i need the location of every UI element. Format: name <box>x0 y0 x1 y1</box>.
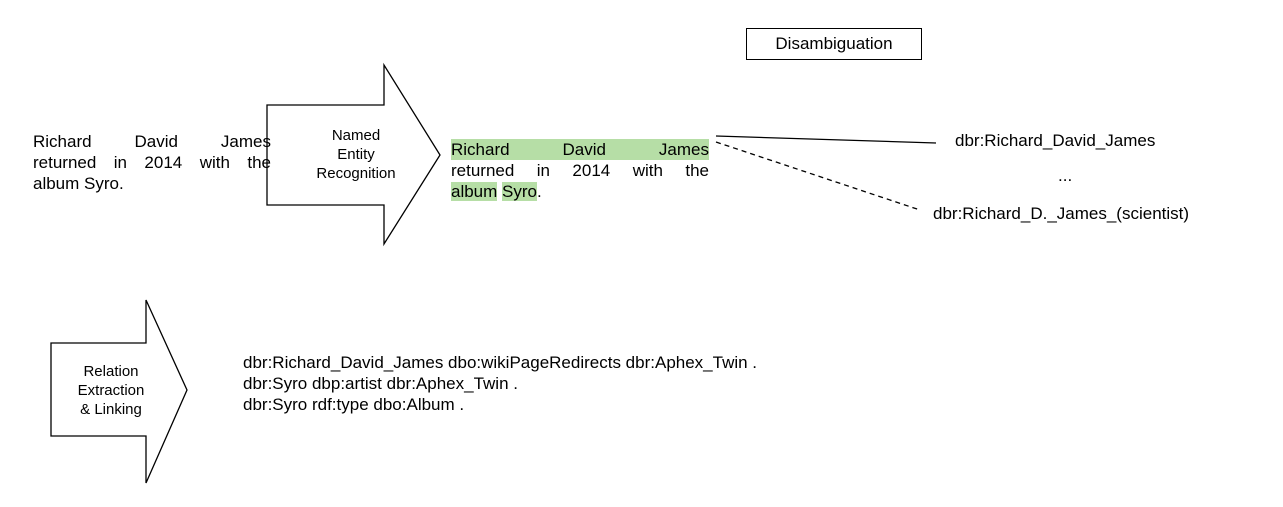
ner-step-label: Named Entity Recognition <box>300 126 412 183</box>
tagged-line-3: album Syro. <box>451 181 709 202</box>
tagged-sentence: Richard David James returned in 2014 wit… <box>451 139 709 202</box>
input-line-2: returned in 2014 with the <box>33 153 271 172</box>
ner-arrow-shape <box>266 62 441 247</box>
input-sentence: Richard David James returned in 2014 wit… <box>33 131 271 194</box>
rel-label-line-3: & Linking <box>80 401 142 418</box>
input-line-3: album Syro. <box>33 174 124 193</box>
rel-label-line-2: Extraction <box>77 382 145 399</box>
triple-3: dbr:Syro rdf:type dbo:Album . <box>243 395 465 414</box>
rel-label-line-1: Relation <box>83 363 139 380</box>
entity-richard-david-james: Richard David James <box>451 139 709 160</box>
candidate-primary: dbr:Richard_David_James <box>955 131 1156 150</box>
primary-candidate-connector <box>715 135 937 144</box>
alt-candidate-connector <box>715 141 921 211</box>
entity-word-3: James <box>658 140 709 159</box>
ner-label-line-1: Named <box>331 127 381 144</box>
ner-label-line-2: Entity <box>337 146 375 163</box>
candidate-alt: dbr:Richard_D._James_(scientist) <box>933 204 1190 223</box>
ner-label-line-3: Recognition <box>316 165 396 182</box>
entity-album: album <box>451 182 498 201</box>
rel-arrow-shape <box>50 299 188 484</box>
tagged-line-2: returned in 2014 with the <box>451 161 709 180</box>
disambiguation-box: Disambiguation <box>746 28 922 60</box>
triple-2: dbr:Syro dbp:artist dbr:Aphex_Twin . <box>243 374 518 393</box>
entity-word-1: Richard <box>451 140 510 159</box>
triples-list: dbr:Richard_David_James dbo:wikiPageRedi… <box>243 352 757 415</box>
rel-step-label: Relation Extraction & Linking <box>60 362 162 419</box>
entity-syro: Syro <box>502 182 538 201</box>
candidate-ellipsis: ... <box>1058 166 1073 185</box>
input-line-1: Richard David James <box>33 132 271 151</box>
entity-word-2: David <box>562 140 606 159</box>
disambiguation-label: Disambiguation <box>775 34 893 53</box>
tagged-line-2-wrap: returned in 2014 with the <box>451 160 709 181</box>
tagged-line-3-tail: . <box>537 182 542 201</box>
triple-1: dbr:Richard_David_James dbo:wikiPageRedi… <box>243 353 758 372</box>
